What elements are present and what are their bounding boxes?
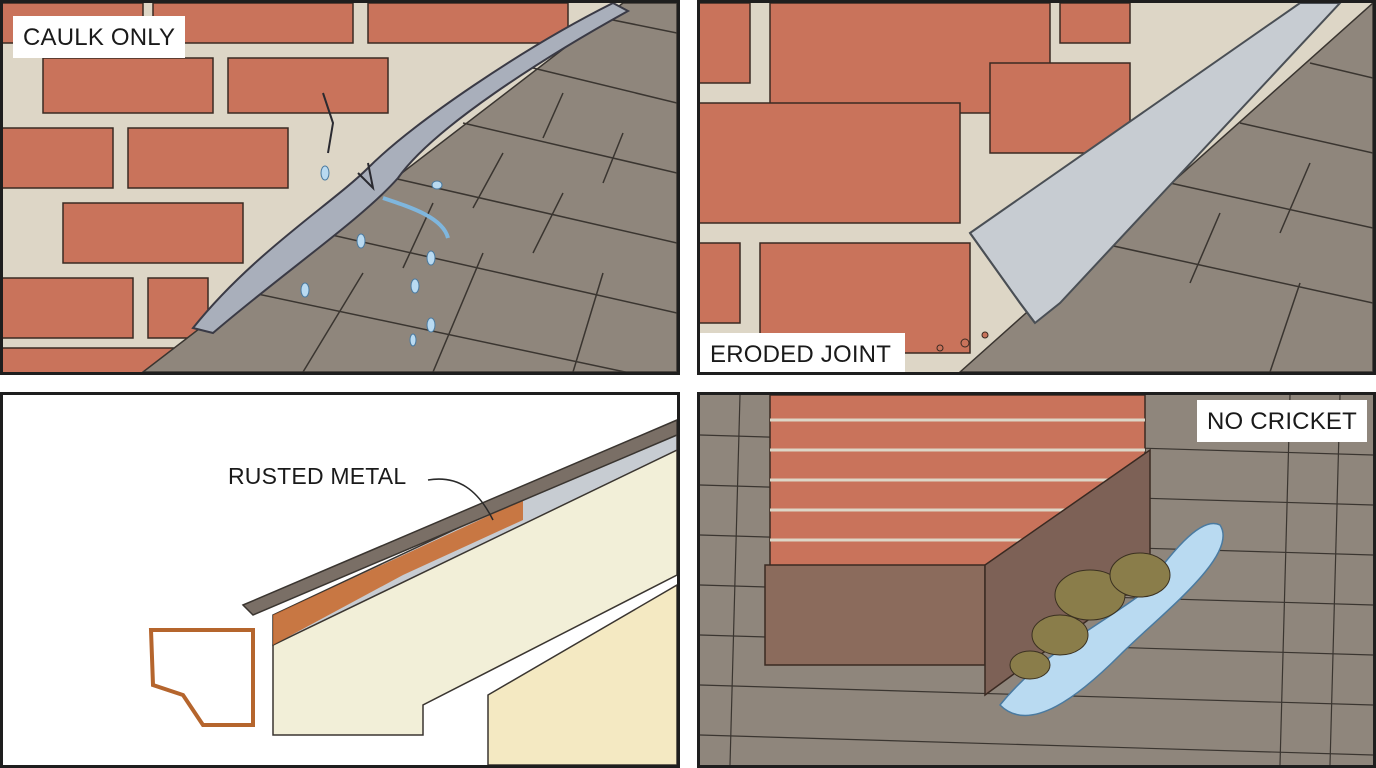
panel-label-eroded-joint: ERODED JOINT [700,333,906,372]
panel-caulk-only: CAULK ONLY [0,0,680,375]
caulk-bead [191,3,631,335]
brick-wall [3,3,569,372]
fascia-board [272,434,677,736]
panel-no-cricket: NO CRICKET [697,392,1376,768]
panel-eroded-joint: ERODED JOINT [697,0,1376,375]
brick-wall [700,3,1131,354]
no-cricket-illustration [700,395,1373,765]
label-leader [427,478,494,521]
rusted-metal-illustration [3,395,677,765]
gutter [148,628,255,727]
panel-label-caulk-only: CAULK ONLY [13,16,186,58]
panel-rusted-metal: RUSTED METAL [0,392,680,768]
caulk-only-illustration [3,3,677,372]
roof-shingles [241,419,677,616]
water-drops [300,165,450,347]
mortar-crumbs [936,331,989,352]
eroded-joint-illustration [700,3,1373,372]
house-siding [487,584,677,765]
panel-label-no-cricket: NO CRICKET [1196,400,1367,442]
panel-label-rusted-metal: RUSTED METAL [228,463,407,489]
debris-leaves [1009,552,1171,680]
rust-patch [273,500,523,645]
chimney-base-flashing [764,564,986,666]
